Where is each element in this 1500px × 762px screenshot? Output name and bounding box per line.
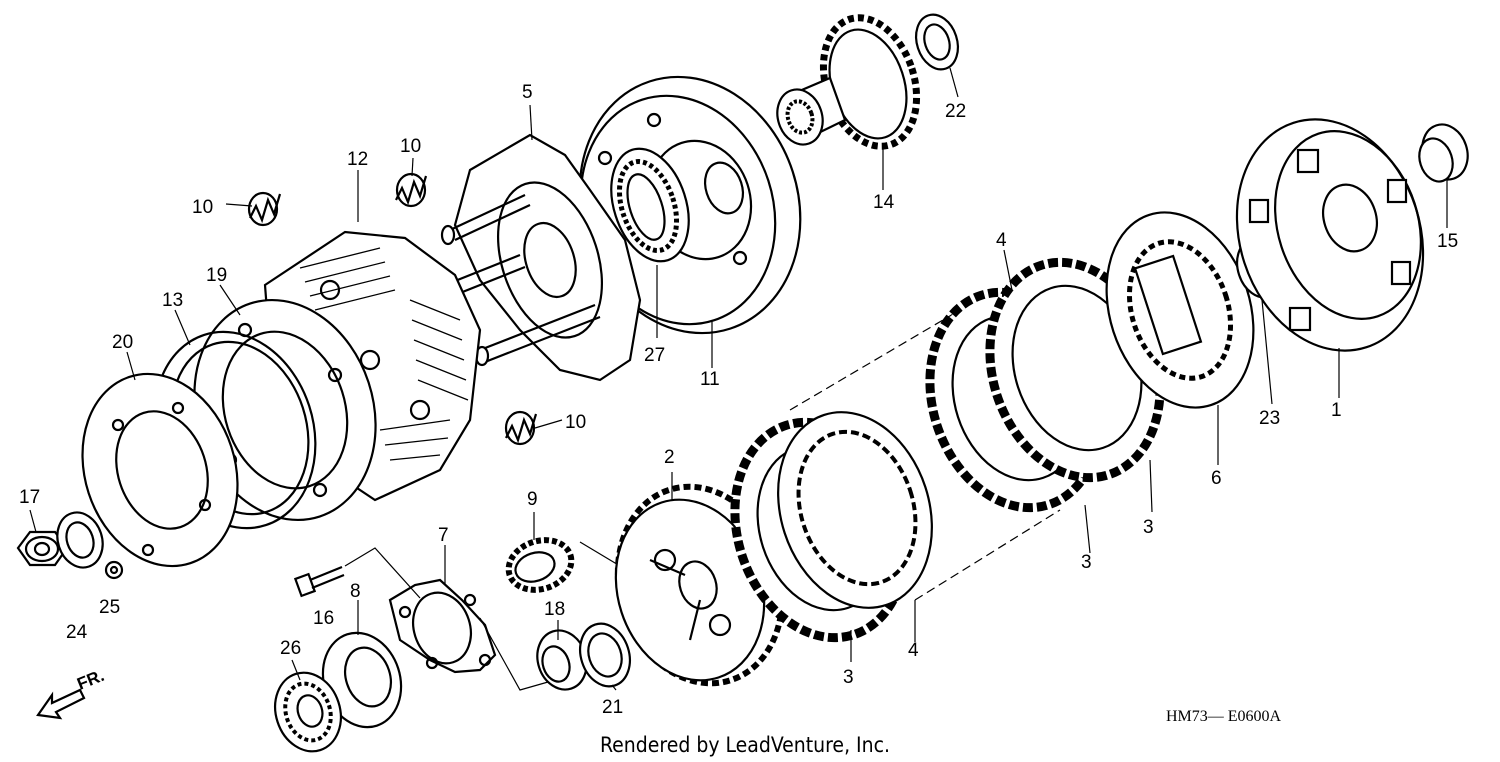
callout-9: 9	[527, 489, 538, 510]
primary-drive-gear	[776, 14, 921, 150]
washer-24	[56, 511, 104, 569]
front-label: FR.	[74, 666, 107, 694]
callout-16: 16	[313, 608, 334, 629]
callout-19: 19	[206, 265, 227, 286]
lifter-plate-7	[388, 578, 497, 674]
callout-14: 14	[873, 192, 895, 213]
callout-3: 3	[843, 667, 854, 688]
callout-2: 2	[664, 447, 675, 468]
callout-8: 8	[350, 581, 361, 602]
callout-3: 3	[1143, 517, 1154, 538]
clutch-spring-9	[505, 537, 575, 593]
callout-13: 13	[162, 290, 183, 311]
callout-17: 17	[19, 487, 40, 508]
washer-21	[579, 622, 631, 688]
leader-lines	[29, 67, 1448, 691]
render-credit: Rendered by LeadVenture, Inc.	[600, 733, 890, 757]
collar-15	[1418, 123, 1469, 183]
callout-6: 6	[1211, 468, 1222, 489]
callout-25: 25	[99, 597, 120, 618]
callout-10: 10	[565, 412, 586, 433]
bolt-16	[293, 565, 345, 598]
callout-1: 1	[1331, 400, 1342, 421]
callout-3: 3	[1081, 552, 1092, 573]
front-direction-arrow: FR.	[36, 666, 107, 720]
callout-4: 4	[996, 230, 1007, 251]
callout-24: 24	[66, 622, 88, 643]
lock-nut-17	[16, 530, 69, 567]
callout-22: 22	[945, 101, 966, 122]
callout-7: 7	[438, 525, 449, 546]
callout-10: 10	[400, 136, 421, 157]
callout-23: 23	[1259, 408, 1280, 429]
callout-27: 27	[644, 345, 665, 366]
spring-10-left	[247, 191, 282, 227]
callout-20: 20	[112, 332, 133, 353]
thrust-washer-22	[915, 13, 959, 71]
clutch-center-6	[1105, 211, 1255, 409]
callout-10: 10	[192, 197, 213, 218]
collar-18	[536, 629, 588, 691]
callout-5: 5	[522, 82, 533, 103]
part-code: HM73— E0600A	[1166, 708, 1282, 725]
callout-18: 18	[544, 599, 565, 620]
plate-20	[81, 372, 239, 568]
callout-12: 12	[347, 149, 368, 170]
spring-10-top	[395, 172, 428, 208]
spring-10-bottom	[504, 410, 538, 446]
callout-11: 11	[700, 369, 720, 390]
callout-21: 21	[602, 697, 623, 718]
callout-4: 4	[908, 640, 919, 661]
callout-26: 26	[280, 638, 301, 659]
callout-labels: 1 2 3 3 3 4 4 5 6 7 8 9 10 10 10 11 12 1…	[19, 82, 1458, 718]
clutch-plate-lower	[777, 411, 933, 609]
ball-bearing-26	[274, 671, 342, 753]
clutch-outer-1	[1235, 118, 1425, 352]
one-way-clutch	[610, 147, 690, 263]
small-part-25	[104, 560, 124, 580]
callout-15: 15	[1437, 231, 1458, 252]
